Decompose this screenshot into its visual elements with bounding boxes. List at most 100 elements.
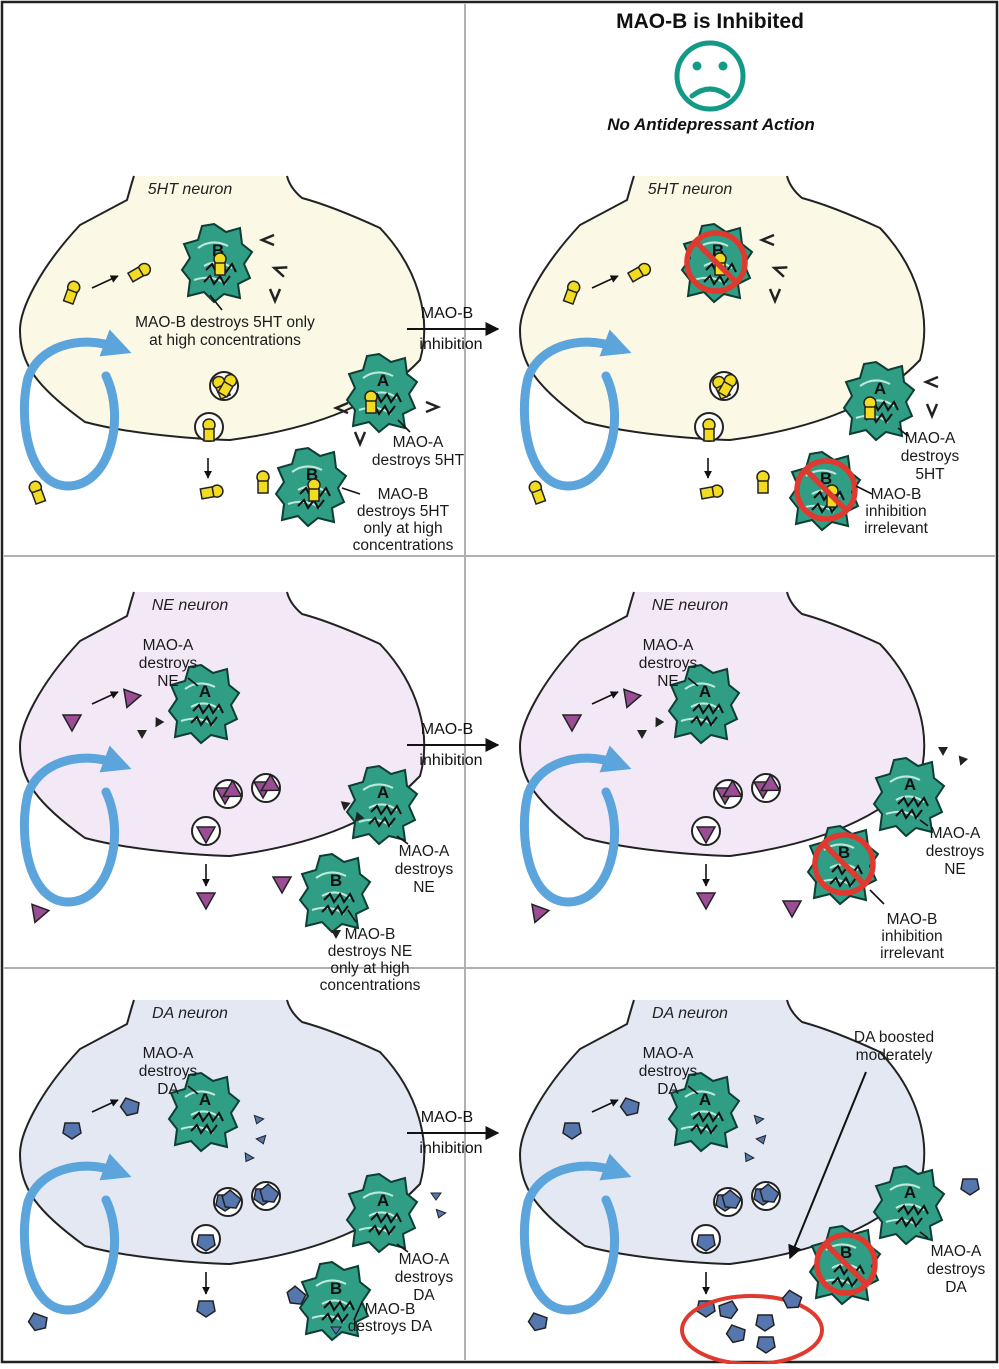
dafrag-molecule xyxy=(753,1114,765,1125)
htfrag-molecule xyxy=(332,401,349,415)
neuron-label: NE neuron xyxy=(152,597,229,614)
top-note: NE xyxy=(157,673,179,690)
dafrag-molecule xyxy=(253,1114,265,1125)
mao-b-note: only at high xyxy=(363,520,442,537)
leader-line xyxy=(897,427,909,437)
da-molecule xyxy=(196,1234,216,1252)
ht-molecule xyxy=(863,396,877,420)
mao-b-note: irrelevant xyxy=(864,520,928,537)
mao-b-inhibition-arrow: MAO-B inhibition xyxy=(407,1109,500,1157)
enzyme-letter-a: A xyxy=(199,682,211,701)
dafrag-molecule xyxy=(244,1151,255,1163)
da-molecule xyxy=(755,1314,775,1332)
mao-a-note: MAO-A xyxy=(393,434,444,451)
htfrag-molecule xyxy=(771,266,788,278)
top-note: MAO-A xyxy=(643,637,694,654)
reuptake-cycle-arrow xyxy=(19,1153,132,1315)
cycle-path xyxy=(519,329,632,491)
inhibition-slash xyxy=(694,240,738,284)
mao-b-inhibition-arrow: MAO-B inhibition xyxy=(407,721,500,769)
inhibition-circle xyxy=(684,230,748,294)
enzyme-mao-a-outer: A xyxy=(345,1172,419,1254)
da-molecule xyxy=(718,1300,739,1320)
enzyme-coil xyxy=(190,1111,224,1135)
enzyme-coil xyxy=(321,1300,355,1324)
ht-molecule xyxy=(199,484,224,500)
mao-b-note: MAO-B xyxy=(345,926,396,943)
arrow-label-top: MAO-B xyxy=(421,721,473,738)
ht-molecule xyxy=(202,418,216,442)
arrow-label-top: MAO-B xyxy=(421,305,473,322)
enzyme-mao-a-inner: A xyxy=(667,1071,741,1153)
mao-b-note: irrelevant xyxy=(880,945,944,962)
ne-molecule xyxy=(221,779,243,798)
enzyme-letter-a: A xyxy=(377,1191,389,1210)
leader-line xyxy=(341,487,361,495)
da-molecule xyxy=(62,1122,82,1140)
enzyme-letter-a: A xyxy=(377,783,389,802)
ht-molecule xyxy=(528,480,547,506)
reuptake-cycle-arrow xyxy=(519,329,632,491)
da-molecule xyxy=(696,1234,716,1252)
arrow-label-bottom: inhibition xyxy=(419,752,482,769)
enzyme-letter-a: A xyxy=(904,775,916,794)
release-vesicle xyxy=(691,816,721,846)
inhibition-mark xyxy=(812,832,876,896)
mao-a-note: DA xyxy=(413,1287,435,1304)
mao-b-note: MAO-B xyxy=(887,911,938,928)
top-note: MAO-B destroys 5HT only xyxy=(135,314,315,331)
top-note: MAO-A xyxy=(643,1045,694,1062)
cycle-path xyxy=(19,745,132,907)
mao-a-note: destroys xyxy=(395,861,454,878)
synthesis-arrow xyxy=(591,691,619,705)
mao-a-note: MAO-A xyxy=(399,843,450,860)
neuron-label: NE neuron xyxy=(652,597,729,614)
inhibition-circle xyxy=(794,458,858,522)
da-molecule xyxy=(756,1336,776,1354)
vesicle xyxy=(213,1187,243,1217)
release-vesicle xyxy=(194,412,224,442)
panel-right: DA neuronAMAO-AdestroysDAAMAO-AdestroysD… xyxy=(518,999,986,1366)
top-note: at high concentrations xyxy=(149,332,301,349)
boost-note: moderately xyxy=(856,1047,933,1064)
nefrag-molecule xyxy=(331,930,341,939)
htfrag-molecule xyxy=(925,403,939,420)
dafrag-molecule xyxy=(430,1192,442,1201)
enzyme-mao-b-outer: B xyxy=(298,852,372,934)
enzyme-coil xyxy=(895,796,929,820)
release-vesicle xyxy=(191,816,221,846)
htfrag-molecule xyxy=(271,266,288,278)
mao-a-note: MAO-A xyxy=(399,1251,450,1268)
row-2: NE neuronAMAO-AdestroysNEAMAO-AdestroysN… xyxy=(18,591,985,994)
htfrag-molecule xyxy=(922,375,939,389)
ne-molecule xyxy=(30,903,51,924)
neuron-label: DA neuron xyxy=(152,1005,228,1022)
mao-a-note: 5HT xyxy=(915,466,945,483)
arrow-label-bottom: inhibition xyxy=(419,1140,482,1157)
ne-molecule xyxy=(530,903,551,924)
top-note: DA xyxy=(157,1081,179,1098)
ht-molecule xyxy=(699,484,724,500)
htfrag-molecule xyxy=(768,288,782,305)
vesicle xyxy=(209,371,239,401)
mao-a-note: NE xyxy=(944,861,966,878)
mao-b-note: MAO-B xyxy=(365,1301,416,1318)
ne-molecule xyxy=(271,876,293,895)
nefrag-molecule xyxy=(938,747,948,756)
ht-molecule xyxy=(364,390,378,414)
leader-line xyxy=(919,819,929,827)
top-note: MAO-A xyxy=(143,637,194,654)
leader-line xyxy=(919,1231,929,1239)
da-molecule xyxy=(119,1097,140,1117)
htfrag-molecule xyxy=(758,233,775,247)
top-note: DA xyxy=(657,1081,679,1098)
ne-molecule xyxy=(122,688,143,709)
vesicle xyxy=(713,779,743,809)
ne-molecule xyxy=(259,773,281,792)
boost-arrow xyxy=(788,1071,867,1260)
enzyme-letter-b: B xyxy=(330,1279,342,1298)
enzyme-coil xyxy=(190,703,224,727)
arrow-label-top: MAO-B xyxy=(421,1109,473,1126)
